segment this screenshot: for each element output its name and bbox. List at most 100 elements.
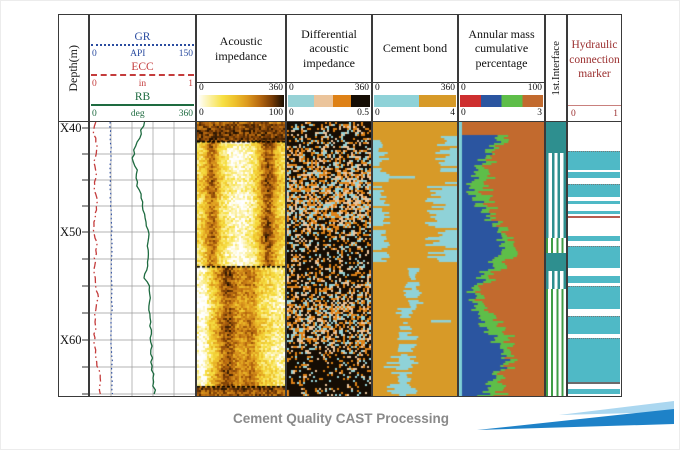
hydraulic-scale-rule <box>568 105 621 106</box>
colorbar <box>374 95 456 107</box>
curve-name-ecc: ECC <box>131 61 154 73</box>
colorbar <box>198 95 284 107</box>
hydraulic-marker-track: Hydraulic connection marker 0 1 <box>567 14 622 397</box>
cement-bond-image <box>373 122 457 396</box>
hydraulic-bar <box>568 286 620 309</box>
scale-min: 0 <box>461 83 466 94</box>
hydraulic-marker-bars <box>568 122 621 396</box>
scale-max: 1 <box>188 79 193 90</box>
differential-acoustic-impedance-image <box>287 122 371 396</box>
hydraulic-bar <box>568 201 620 204</box>
scale-max: 4 <box>450 108 455 119</box>
first-interface-header: 1st.Interface <box>546 15 566 122</box>
differential-acoustic-impedance-track: Differential acoustic impedance 0 360 0 … <box>286 14 372 397</box>
differential-acoustic-impedance-header: Differential acoustic impedance 0 360 0 … <box>287 15 371 122</box>
rb-scale-row: 0 deg 360 <box>90 109 195 121</box>
acoustic-impedance-header: Acoustic impedance 0 360 0 100 <box>197 15 285 122</box>
scale-min: 0 <box>375 108 380 119</box>
track-title: 1st.Interface <box>550 40 562 96</box>
hydraulic-bar <box>568 382 620 384</box>
ecc-curve-style-line <box>91 74 194 79</box>
bottom-scale-row: 0 3 <box>459 107 544 121</box>
hydraulic-bar <box>568 184 620 197</box>
bottom-scale-row: 0 100 <box>197 107 285 121</box>
track-title: Cement bond <box>382 41 448 56</box>
scale-min: 0 <box>92 109 97 120</box>
scale-max: 100 <box>527 83 542 94</box>
interface-interval <box>546 238 566 253</box>
figure-caption: Cement Quality CAST Processing <box>232 411 450 426</box>
annular-mass-track: Annular mass cumulative percentage 0 100… <box>458 14 545 397</box>
scale-min: 0 <box>375 83 380 94</box>
top-scale-row: 0 360 <box>287 82 371 95</box>
depth-label: X40 <box>60 122 82 135</box>
colorbar <box>460 95 543 107</box>
interface-interval <box>546 271 566 289</box>
hydraulic-bar <box>568 246 620 268</box>
gr-curve-style-line <box>91 44 194 49</box>
depth-track-header: Depth(m) <box>59 15 88 122</box>
depth-ticks <box>82 127 88 395</box>
gr-ecc-rb-plot <box>90 122 195 396</box>
curves-plot <box>90 122 195 396</box>
top-scale-row: 0 360 <box>197 82 285 95</box>
scale-unit: in <box>138 79 147 90</box>
colorbar <box>288 95 370 107</box>
scale-max: 0.5 <box>357 108 369 119</box>
curve-name-gr: GR <box>134 31 151 43</box>
hydraulic-bar <box>568 389 620 394</box>
top-scale-row: 0 100 <box>459 82 544 95</box>
scale-min: 0 <box>289 108 294 119</box>
depth-track: Depth(m) X40 X50 X60 <box>58 14 89 397</box>
scale-min: 0 <box>199 108 204 119</box>
scale-unit: API <box>130 49 146 60</box>
bottom-scale-row: 0 4 <box>373 107 457 121</box>
hydraulic-bar <box>568 172 620 178</box>
ecc-scale-row: 0 in 1 <box>90 79 195 91</box>
track-title: Annular mass cumulative percentage <box>468 27 535 70</box>
scale-max: 360 <box>354 83 369 94</box>
acoustic-impedance-image <box>197 122 285 396</box>
gr-ecc-rb-track: GR 0 API 150 ECC 0 in 1 RB 0 deg 360 <box>89 14 196 397</box>
scale-min: 0 <box>461 108 466 119</box>
depth-label: X50 <box>60 225 82 239</box>
scale-max: 3 <box>537 108 542 119</box>
first-interface-intervals <box>546 122 566 396</box>
hydraulic-bar <box>568 316 620 334</box>
hydraulic-bar <box>568 276 620 283</box>
track-title: Acoustic impedance <box>215 34 267 63</box>
track-title: Differential acoustic impedance <box>301 27 357 70</box>
scale-max: 360 <box>440 83 455 94</box>
hydraulic-bar <box>568 211 620 214</box>
scale-max: 360 <box>178 109 193 120</box>
depth-axis-title: Depth(m) <box>66 44 80 92</box>
interface-interval <box>546 122 566 153</box>
scale-max: 100 <box>268 108 283 119</box>
logo-swoosh-icon <box>477 401 674 430</box>
interface-interval <box>546 253 566 271</box>
scale-max: 360 <box>268 83 283 94</box>
gr-ecc-rb-header: GR 0 API 150 ECC 0 in 1 RB 0 deg 360 <box>90 15 195 122</box>
scale-unit: deg <box>130 109 145 120</box>
scale-min: 0 <box>92 49 97 60</box>
bottom-scale-row: 0 0.5 <box>287 107 371 121</box>
depth-scale: X40 X50 X60 <box>59 122 88 396</box>
annular-mass-image <box>459 122 544 396</box>
rb-curve-style-line <box>91 104 194 109</box>
interface-interval <box>546 153 566 238</box>
scale-min: 0 <box>199 83 204 94</box>
first-interface-track: 1st.Interface <box>545 14 567 397</box>
hydraulic-bar <box>568 338 620 382</box>
curve-name-rb: RB <box>134 91 151 103</box>
bottom-scale-row: 0 1 <box>568 106 621 121</box>
top-scale-row: 0 360 <box>373 82 457 95</box>
hydraulic-bar <box>568 216 620 218</box>
hydraulic-bar <box>568 236 620 241</box>
hydraulic-bar <box>568 151 620 170</box>
annular-mass-header: Annular mass cumulative percentage 0 100… <box>459 15 544 122</box>
cement-bond-header: Cement bond 0 360 0 4 <box>373 15 457 122</box>
scale-min: 0 <box>571 108 576 119</box>
scale-max: 150 <box>178 49 193 60</box>
depth-label: X60 <box>60 333 82 347</box>
scale-max: 1 <box>613 108 618 119</box>
